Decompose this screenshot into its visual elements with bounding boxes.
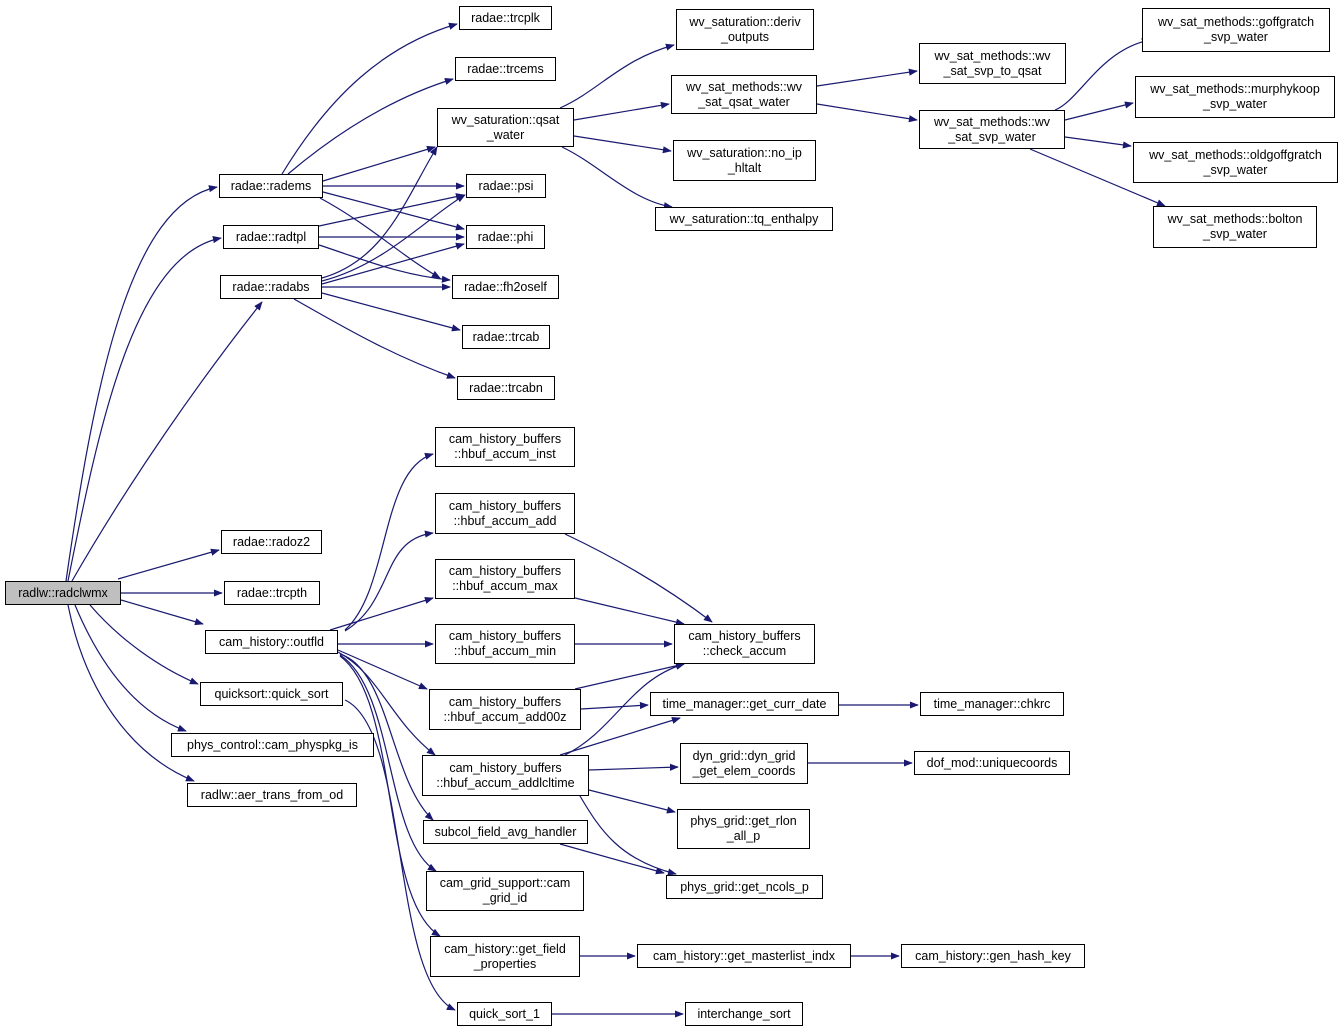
node-get-rlon-all-p[interactable]: phys_grid::get_rlon _all_p <box>677 809 810 849</box>
edge-radems-trcems <box>287 77 454 175</box>
node-wv-sat-svp-water[interactable]: wv_sat_methods::wv _sat_svp_water <box>919 110 1065 149</box>
node-fh2oself[interactable]: radae::fh2oself <box>452 275 559 299</box>
node-interchange-sort[interactable]: interchange_sort <box>685 1002 803 1026</box>
node-get-masterlist-indx[interactable]: cam_history::get_masterlist_indx <box>637 944 851 968</box>
edge-outfld-hbufmax <box>329 596 434 631</box>
edge-hbufaddlcltime-dyngrid <box>588 763 679 771</box>
edge-hbufadd00z-getcurrdate <box>580 701 649 710</box>
edge-hbufadd00z-checkaccum <box>574 662 685 690</box>
edge-radclwmx-radtpl <box>67 236 222 582</box>
node-cam-physpkg-is[interactable]: phys_control::cam_physpkg_is <box>171 733 374 757</box>
node-subcol-field-avg-handler[interactable]: subcol_field_avg_handler <box>423 820 588 844</box>
node-cam-grid-id[interactable]: cam_grid_support::cam _grid_id <box>426 871 584 911</box>
node-trcabn[interactable]: radae::trcabn <box>457 376 555 400</box>
node-trcems[interactable]: radae::trcems <box>455 57 556 81</box>
edge-wvqsat-svptoqsat <box>816 68 918 87</box>
edge-hbufmax-checkaccum <box>574 597 685 626</box>
edge-hbufaddlcltime-getncols <box>579 795 677 876</box>
node-qsat-water[interactable]: wv_saturation::qsat _water <box>437 108 574 147</box>
node-radclwmx: radlw::radclwmx <box>5 581 121 605</box>
node-chkrc[interactable]: time_manager::chkrc <box>920 692 1064 716</box>
node-hbuf-accum-max[interactable]: cam_history_buffers ::hbuf_accum_max <box>435 559 575 599</box>
edge-svpwater-goffgratch <box>1054 38 1151 111</box>
edge-radclwmx-aer-trans <box>67 604 195 782</box>
node-radabs[interactable]: radae::radabs <box>220 275 322 299</box>
edge-radclwmx-outfld <box>120 599 204 626</box>
node-tq-enthalpy[interactable]: wv_saturation::tq_enthalpy <box>655 207 833 231</box>
node-get-field-properties[interactable]: cam_history::get_field _properties <box>430 936 580 977</box>
edge-radclwmx-radems <box>65 185 218 582</box>
edge-radabs-trcabn <box>293 298 456 379</box>
node-check-accum[interactable]: cam_history_buffers ::check_accum <box>674 624 815 664</box>
edge-subcol-getncols <box>559 843 665 875</box>
node-psi[interactable]: radae::psi <box>466 174 546 198</box>
node-quick-sort[interactable]: quicksort::quick_sort <box>200 682 343 706</box>
node-radems[interactable]: radae::radems <box>219 174 323 198</box>
edge-radems-trcplk <box>281 22 458 175</box>
edge-radabs-psi <box>321 194 466 282</box>
edge-qsat-noip <box>573 135 672 154</box>
edge-radclwmx-quick-sort <box>89 604 199 685</box>
edge-hbufaddlcltime-getcurrdate <box>559 716 681 756</box>
node-outfld[interactable]: cam_history::outfld <box>205 630 338 654</box>
edge-svpwater-bolton <box>1029 148 1166 207</box>
edge-outfld-hbufinst <box>344 452 434 631</box>
node-goffgratch-svp-water[interactable]: wv_sat_methods::goffgratch _svp_water <box>1142 8 1330 52</box>
node-no-ip-hltalt[interactable]: wv_saturation::no_ip _hltalt <box>673 140 816 181</box>
node-deriv-outputs[interactable]: wv_saturation::deriv _outputs <box>676 9 814 50</box>
node-dyn-grid-get-elem-coords[interactable]: dyn_grid::dyn_grid _get_elem_coords <box>680 743 808 784</box>
node-quick-sort-1[interactable]: quick_sort_1 <box>457 1002 552 1026</box>
edge-hbufadd-checkaccum <box>564 533 713 623</box>
edge-qsat-tq <box>561 146 673 210</box>
node-hbuf-accum-inst[interactable]: cam_history_buffers ::hbuf_accum_inst <box>435 427 575 467</box>
edge-radabs-qsat <box>321 146 438 279</box>
node-bolton-svp-water[interactable]: wv_sat_methods::bolton _svp_water <box>1153 206 1317 248</box>
node-trcpth[interactable]: radae::trcpth <box>224 581 320 605</box>
edge-svpwater-oldgoffgratch <box>1064 136 1132 149</box>
edge-radtpl-fh2oself <box>318 244 451 283</box>
node-uniquecoords[interactable]: dof_mod::uniquecoords <box>914 751 1070 775</box>
edge-qsat-deriv <box>559 43 675 109</box>
edge-radabs-trcab <box>321 292 461 332</box>
edge-radtpl-psi <box>318 193 465 227</box>
edge-radclwmx-cam-physpkg-is <box>74 604 187 732</box>
node-trcab[interactable]: radae::trcab <box>462 325 550 349</box>
node-hbuf-accum-addlcltime[interactable]: cam_history_buffers ::hbuf_accum_addlclt… <box>422 755 589 796</box>
edge-radabs-phi <box>321 242 465 285</box>
edge-radclwmx-radoz2 <box>117 548 220 580</box>
edge-radems-fh2oself <box>319 197 441 279</box>
node-hbuf-accum-add[interactable]: cam_history_buffers ::hbuf_accum_add <box>435 493 575 534</box>
edge-qsat-wvqsat <box>573 101 670 121</box>
node-hbuf-accum-add00z[interactable]: cam_history_buffers ::hbuf_accum_add00z <box>429 689 581 730</box>
edge-hbufaddlcltime-checkaccum <box>564 662 685 756</box>
node-radoz2[interactable]: radae::radoz2 <box>221 530 322 554</box>
node-aer-trans-from-od[interactable]: radlw::aer_trans_from_od <box>187 783 357 807</box>
edge-radems-qsat <box>322 145 436 182</box>
node-wv-sat-qsat-water[interactable]: wv_sat_methods::wv _sat_qsat_water <box>671 75 817 114</box>
node-trcplk[interactable]: radae::trcplk <box>459 6 552 30</box>
edge-hbufaddlcltime-getrlon <box>588 789 676 814</box>
edge-outfld-hbufaddlcltime <box>337 651 436 756</box>
edge-outfld-camgridid <box>339 654 437 872</box>
node-get-curr-date[interactable]: time_manager::get_curr_date <box>650 692 839 716</box>
edge-quicksort-quicksort1 <box>344 699 456 1011</box>
node-hbuf-accum-min[interactable]: cam_history_buffers ::hbuf_accum_min <box>435 624 575 664</box>
edge-svpwater-murphykoop <box>1064 101 1134 121</box>
edge-outfld-hbufadd00z <box>337 649 428 690</box>
node-gen-hash-key[interactable]: cam_history::gen_hash_key <box>901 944 1085 968</box>
edge-wvqsat-svpwater <box>816 103 918 123</box>
node-oldgoffgratch-svp-water[interactable]: wv_sat_methods::oldgoffgratch _svp_water <box>1133 142 1338 183</box>
edge-outfld-subcol <box>339 653 434 821</box>
node-murphykoop-svp-water[interactable]: wv_sat_methods::murphykoop _svp_water <box>1135 76 1335 118</box>
edge-radclwmx-radabs <box>71 301 263 582</box>
node-phi[interactable]: radae::phi <box>466 225 545 249</box>
edge-outfld-hbufadd <box>344 530 434 632</box>
node-get-ncols-p[interactable]: phys_grid::get_ncols_p <box>666 875 823 899</box>
node-radtpl[interactable]: radae::radtpl <box>223 225 319 249</box>
node-wv-sat-svp-to-qsat[interactable]: wv_sat_methods::wv _sat_svp_to_qsat <box>919 43 1066 84</box>
